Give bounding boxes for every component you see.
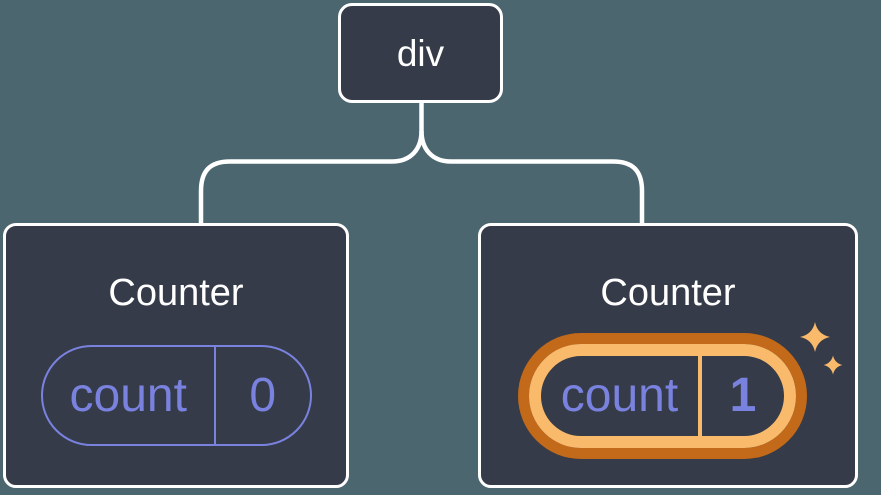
root-node: div bbox=[338, 3, 503, 103]
counter-title: Counter bbox=[108, 272, 244, 314]
state-value: 0 bbox=[249, 368, 277, 422]
state-key-section: count bbox=[541, 356, 702, 436]
counter-title: Counter bbox=[600, 272, 736, 314]
state-key-section: count bbox=[43, 347, 216, 444]
state-pill: count 0 bbox=[41, 345, 312, 446]
state-value-section: 0 bbox=[216, 347, 311, 444]
state-value-section: 1 bbox=[702, 356, 784, 436]
state-key-label: count bbox=[560, 369, 679, 422]
root-node-label: div bbox=[396, 32, 445, 74]
sparkle-small bbox=[823, 355, 843, 375]
sparkles-icon bbox=[800, 322, 843, 375]
sparkle-large bbox=[800, 322, 830, 352]
connector-branch-right bbox=[419, 130, 645, 226]
counter-card-left: Counter count 0 bbox=[3, 223, 349, 488]
state-key-label: count bbox=[69, 368, 187, 422]
state-value: 1 bbox=[729, 369, 757, 422]
counter-card-right: Counter count 1 bbox=[478, 223, 858, 488]
connector-branch-left bbox=[198, 130, 424, 226]
state-pill-highlighted: count 1 bbox=[529, 344, 796, 448]
